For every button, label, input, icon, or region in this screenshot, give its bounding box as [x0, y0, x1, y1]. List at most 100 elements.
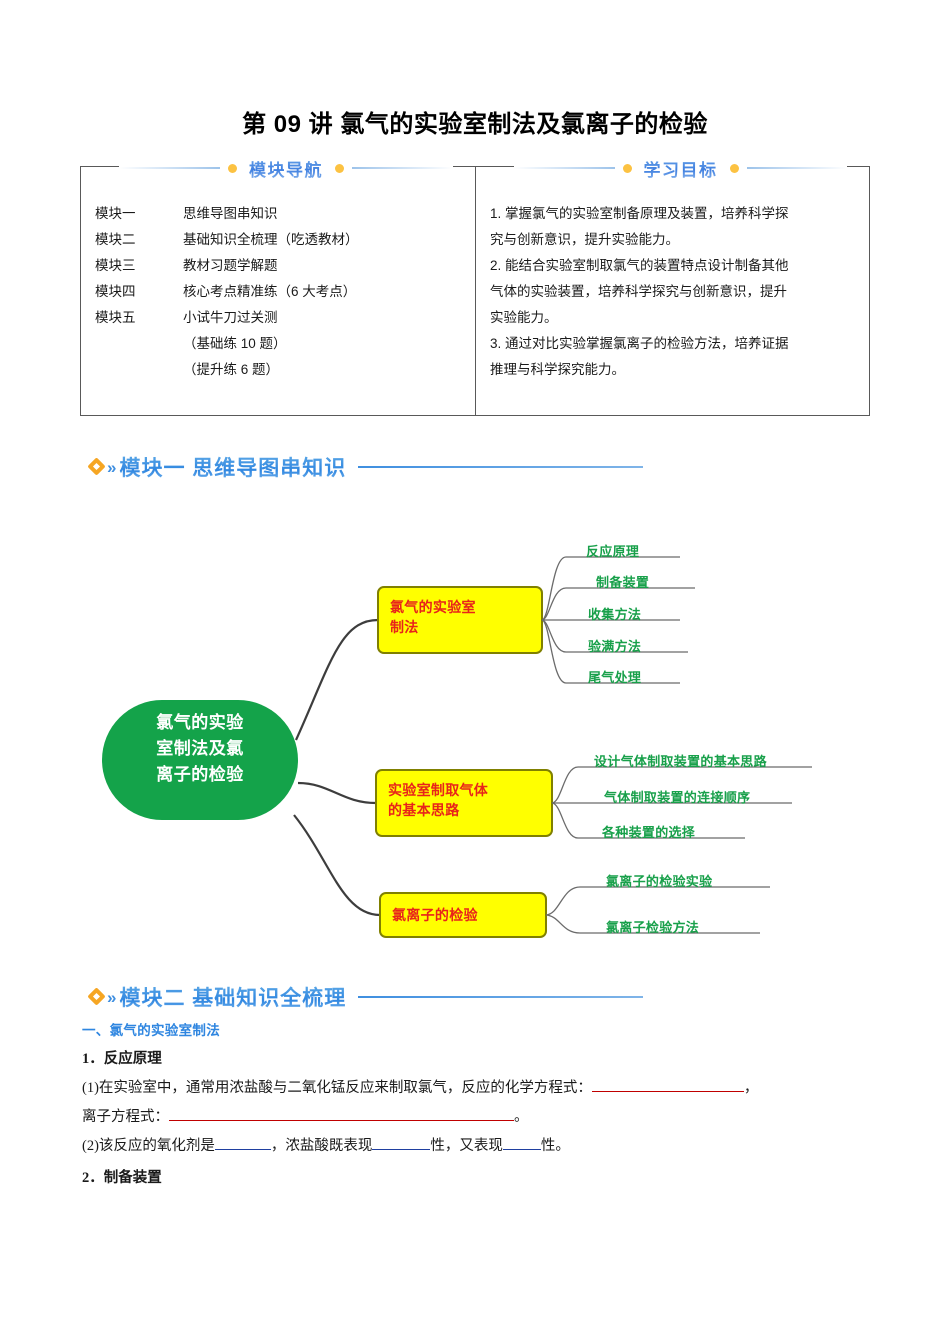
list-item: 模块五 小试牛刀过关测 — [95, 305, 461, 331]
list-item: 模块四 核心考点精准练（6 大考点） — [95, 279, 461, 305]
leaf-connector — [551, 766, 579, 804]
goals-column: 学习目标 1. 掌握氯气的实验室制备原理及装置，培养科学探 究与创新意识，提升实… — [476, 156, 870, 416]
module-one-title: 模块一 思维导图串知识 — [119, 452, 346, 482]
paragraph-2-seg3: 性，又表现 — [430, 1138, 503, 1154]
mindmap-leaf-label: 尾气处理 — [588, 670, 642, 685]
branch-line: 实验室制取气体 — [388, 782, 489, 798]
mindmap-leaf-label: 设计气体制取装置的基本思路 — [594, 754, 767, 769]
paragraph-2: (2)该反应的氧化剂是 ，浓盐酸既表现 性，又表现 性。 — [82, 1134, 570, 1155]
nav-item-value: 思维导图串知识 — [183, 206, 278, 221]
goals-heading: 学习目标 — [640, 156, 722, 181]
header-dot-left-icon — [622, 163, 632, 173]
nav-item-key: 模块一 — [95, 206, 136, 221]
chevron-right-icon: » — [107, 457, 117, 477]
connector-branch-1 — [294, 618, 379, 741]
goals-column-header: 学习目标 — [514, 156, 847, 180]
mindmap-leaf-label: 各种装置的选择 — [602, 825, 696, 840]
nav-item-value: 小试牛刀过关测 — [183, 310, 278, 325]
nav-item-value: 教材习题学解题 — [183, 258, 278, 273]
nav-item-value: 核心考点精准练（6 大考点） — [183, 284, 357, 299]
mindmap: 氯气的实验 室制法及氯 离子的检验 氯气的实验室 制法 实验室制取气体 的基本思… — [80, 515, 880, 965]
header-dot-left-icon — [228, 163, 237, 173]
nav-sub-item: （提升练 6 题） — [183, 362, 280, 377]
answer-blank[interactable] — [214, 1134, 271, 1150]
nav-item-key: 模块二 — [95, 232, 136, 247]
mindmap-center-node — [102, 700, 298, 820]
mindmap-branch-label-2: 实验室制取气体 的基本思路 — [388, 780, 488, 820]
diamond-icon — [87, 987, 106, 1006]
goal-line: 2. 能结合实验室制取氯气的装置特点设计制备其他 — [490, 258, 789, 273]
branch-line: 制法 — [390, 619, 419, 635]
branch-line: 氯离子的检验 — [392, 907, 478, 923]
goal-line: 3. 通过对比实验掌握氯离子的检验方法，培养证据 — [490, 336, 789, 351]
center-line: 氯气的实验 — [156, 713, 244, 732]
mindmap-leaf-label: 收集方法 — [588, 607, 642, 622]
paragraph-1b: 离子方程式：。 — [82, 1105, 529, 1126]
nav-item-key: 模块五 — [95, 310, 136, 325]
item-heading-2: 2．制备装置 — [82, 1170, 162, 1186]
list-item: 模块三 教材习题学解题 — [95, 253, 461, 279]
mindmap-canvas — [102, 556, 812, 938]
goal-line: 气体的实验装置，培养科学探究与创新意识，提升 — [490, 284, 787, 299]
goal-line: 实验能力。 — [490, 310, 558, 325]
module-one-header: » 模块一 思维导图串知识 — [87, 452, 644, 482]
header-rule-left — [514, 167, 615, 169]
mindmap-leaf-label: 氯离子的检验实验 — [606, 874, 713, 889]
paragraph-2-seg2: ，浓盐酸既表现 — [270, 1138, 373, 1154]
goal-line: 究与创新意识，提升实验能力。 — [490, 232, 679, 247]
list-item: 模块一 思维导图串知识 — [95, 201, 461, 227]
mindmap-leaf-label: 制备装置 — [596, 575, 650, 590]
mindmap-branch-label-1: 氯气的实验室 制法 — [390, 597, 476, 637]
paragraph-1b-tail: 。 — [514, 1109, 529, 1125]
mindmap-branch-label-3: 氯离子的检验 — [392, 905, 478, 925]
answer-blank[interactable] — [591, 1076, 744, 1092]
mindmap-leaf-label: 气体制取装置的连接顺序 — [604, 790, 751, 805]
leaf-connector — [545, 914, 581, 934]
info-box: 模块导航 模块一 思维导图串知识 模块二 基础知识全梳理（吃透教材） 模块三 教… — [80, 156, 870, 416]
header-dot-right-icon — [335, 163, 344, 173]
header-rule-left — [119, 167, 220, 169]
nav-sub-item: （基础练 10 题） — [183, 336, 287, 351]
leaf-connector — [545, 886, 581, 916]
module-one-rule — [358, 466, 644, 468]
nav-heading: 模块导航 — [245, 156, 327, 181]
nav-item-value: 基础知识全梳理（吃透教材） — [183, 232, 359, 247]
answer-blank[interactable] — [169, 1105, 514, 1121]
header-dot-right-icon — [729, 163, 739, 173]
section-heading: 一、氯气的实验室制法 — [82, 1023, 220, 1038]
center-line: 室制法及氯 — [156, 739, 244, 758]
paragraph-2-seg1: (2)该反应的氧化剂是 — [82, 1138, 215, 1154]
chevron-right-icon: » — [107, 987, 117, 1007]
paragraph-2-seg4: 性。 — [540, 1138, 570, 1154]
diamond-icon — [87, 457, 106, 476]
paragraph-1a: (1)在实验室中，通常用浓盐酸与二氧化锰反应来制取氯气，反应的化学方程式： ， — [82, 1076, 758, 1097]
center-line: 离子的检验 — [156, 765, 244, 784]
page-title: 第 09 讲 氯气的实验室制法及氯离子的检验 — [242, 111, 708, 138]
header-rule-right — [746, 167, 847, 169]
goals-list: 1. 掌握氯气的实验室制备原理及装置，培养科学探 究与创新意识，提升实验能力。 … — [476, 167, 869, 393]
mindmap-leaf-label: 验满方法 — [588, 639, 642, 654]
answer-blank[interactable] — [502, 1134, 541, 1150]
nav-item-key: 模块四 — [95, 284, 136, 299]
nav-column-header: 模块导航 — [119, 156, 453, 180]
mindmap-leaf-label: 氯离子检验方法 — [606, 920, 700, 935]
branch-line: 氯气的实验室 — [390, 599, 476, 615]
paragraph-1a-tail: ， — [743, 1080, 759, 1096]
leaf-connector — [551, 802, 579, 839]
branch-line: 的基本思路 — [388, 802, 460, 818]
item-heading-1: 1．反应原理 — [82, 1051, 162, 1067]
module-two-title: 模块二 基础知识全梳理 — [119, 982, 346, 1012]
leaf-connector — [541, 587, 567, 621]
leaf-connector — [541, 619, 567, 684]
mindmap-leaf-label: 反应原理 — [586, 544, 640, 559]
nav-column: 模块导航 模块一 思维导图串知识 模块二 基础知识全梳理（吃透教材） 模块三 教… — [80, 156, 476, 416]
paragraph-1a-text: (1)在实验室中，通常用浓盐酸与二氧化锰反应来制取氯气，反应的化学方程式： — [82, 1080, 592, 1096]
answer-blank[interactable] — [372, 1134, 431, 1150]
header-rule-right — [352, 167, 453, 169]
module-two-rule — [358, 996, 644, 998]
connector-branch-2 — [297, 781, 377, 805]
nav-item-key: 模块三 — [95, 258, 136, 273]
module-two-header: » 模块二 基础知识全梳理 — [87, 982, 644, 1012]
mindmap-center-label: 氯气的实验 室制法及氯 离子的检验 — [115, 710, 285, 788]
